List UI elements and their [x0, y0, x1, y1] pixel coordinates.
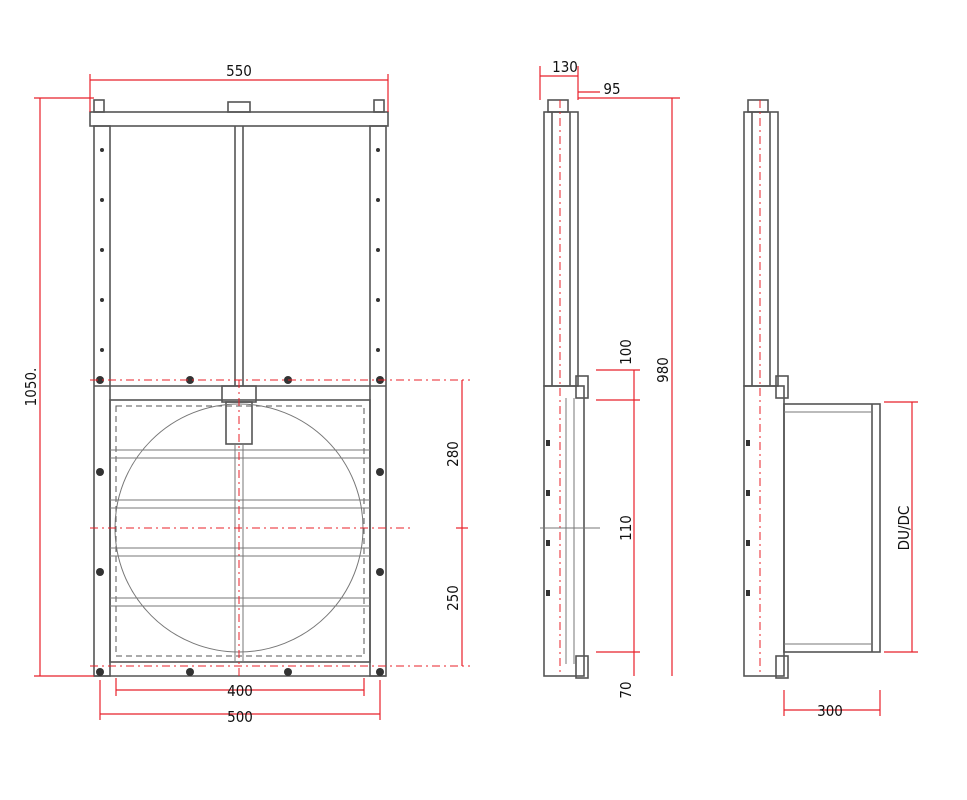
dim-mid-height: 110	[617, 515, 635, 541]
body-bolts	[96, 376, 384, 676]
dim-inner-width: 400	[227, 682, 253, 700]
dim-frame-depth: 130	[552, 58, 578, 76]
dim-body-depth: 95	[603, 80, 620, 98]
spigot	[783, 403, 881, 653]
side-view-spigot	[743, 99, 881, 679]
side-view	[540, 99, 600, 679]
dim-flange-width: 500	[227, 708, 253, 726]
top-lug-right	[373, 99, 385, 113]
column-bolts	[100, 148, 380, 352]
dim-bottom-offset: 70	[617, 681, 635, 698]
top-beam	[89, 111, 389, 127]
spigot-dimensions: DU/DC 300	[783, 401, 918, 720]
top-lug-left	[93, 99, 105, 113]
blade-ribs	[110, 444, 370, 662]
dim-top-offset: 100	[617, 339, 635, 365]
front-dimensions: 550 1050. 280 250 400 500	[22, 62, 468, 726]
left-column	[93, 125, 111, 677]
side-frame	[543, 111, 579, 387]
valve-body	[109, 399, 371, 663]
stem-nut	[227, 101, 251, 113]
dim-spigot-diameter: DU/DC	[895, 506, 913, 551]
dim-lower-half: 250	[444, 585, 462, 611]
side-body	[543, 385, 585, 677]
right-column	[369, 125, 387, 677]
front-view	[89, 99, 470, 677]
side-dimensions: 130 95 980 100 110 70	[539, 58, 680, 699]
dim-spigot-length: 300	[817, 702, 843, 720]
dim-upper-half: 280	[444, 441, 462, 467]
dim-overall-width: 550	[226, 62, 252, 80]
dim-total-height: 980	[654, 357, 672, 383]
dim-overall-height: 1050.	[22, 368, 40, 407]
